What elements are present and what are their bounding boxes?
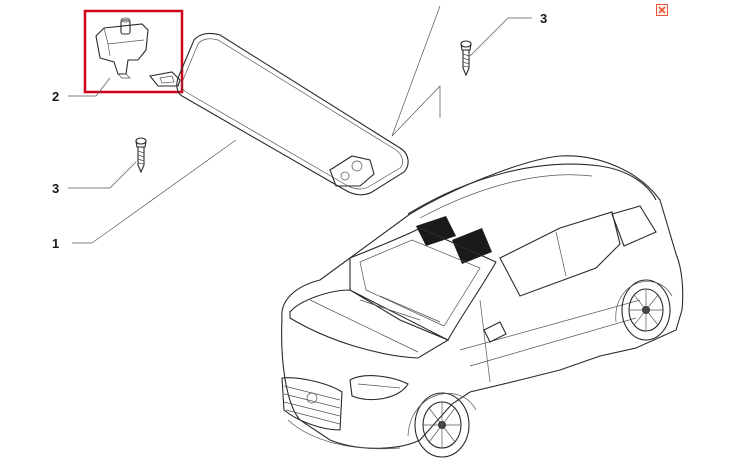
rear-wheel [621, 279, 671, 341]
close-icon[interactable] [656, 3, 668, 16]
callout-2: 2 [52, 89, 59, 104]
callout-3-top: 3 [540, 11, 547, 26]
leader-lines [68, 5, 532, 244]
sun-visor [148, 32, 409, 196]
screw-top [460, 40, 472, 77]
callout-3-left: 3 [52, 181, 59, 196]
callout-1: 1 [52, 236, 59, 251]
highlight-box [83, 9, 184, 94]
front-wheel [414, 392, 470, 458]
close-icon-glyph [656, 4, 668, 16]
mount-clip [95, 17, 149, 79]
car-illustration [281, 155, 684, 458]
screw-left [135, 137, 147, 174]
